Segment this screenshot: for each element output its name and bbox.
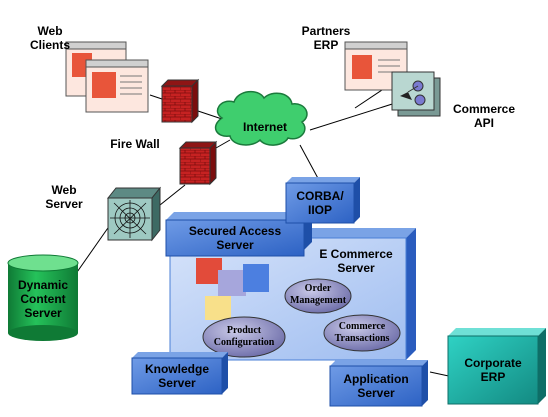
application-server-label: Application Server (343, 372, 409, 400)
order-management-oval (284, 278, 352, 314)
web-server-icon (106, 186, 162, 242)
product-configuration-oval (202, 316, 286, 358)
firewall-bottom-icon (178, 140, 218, 186)
web-server-label: Web Server (45, 183, 83, 211)
order-management-label: Order Management (289, 283, 347, 306)
secured-access-box (165, 212, 312, 257)
corporate-erp-box (447, 328, 546, 405)
commerce-transactions-oval (323, 314, 401, 352)
web-clients-icon (65, 41, 149, 113)
firewall-label: Fire Wall (110, 137, 160, 151)
dynamic-content-label: Dynamic Content Server (17, 278, 69, 320)
internet-label: Internet (242, 120, 287, 134)
commerce-api-icon (391, 71, 441, 117)
knowledge-server-label: Knowledge Server (144, 362, 209, 390)
partners-erp-label: Partners ERP (301, 24, 351, 52)
commerce-transactions-label: Commerce Transactions (334, 321, 390, 344)
web-clients-label: Web Clients (29, 24, 70, 52)
corba-box (285, 177, 360, 224)
corba-label: CORBA/ IIOP (296, 189, 344, 217)
corporate-erp-label: Corporate ERP (464, 356, 522, 384)
partners-erp-icon (344, 41, 408, 91)
product-configuration-label: Product Configuration (213, 325, 275, 348)
connection-lines (74, 87, 459, 379)
internet-cloud (214, 90, 308, 146)
knowledge-server-box (131, 352, 228, 395)
firewall-top-icon (160, 78, 200, 124)
commerce-api-label: Commerce API (452, 102, 516, 130)
ecommerce-label: E Commerce Server (319, 247, 393, 275)
dynamic-content-cylinder (7, 254, 79, 341)
secured-access-label: Secured Access Server (188, 224, 282, 252)
application-server-box (329, 360, 428, 407)
